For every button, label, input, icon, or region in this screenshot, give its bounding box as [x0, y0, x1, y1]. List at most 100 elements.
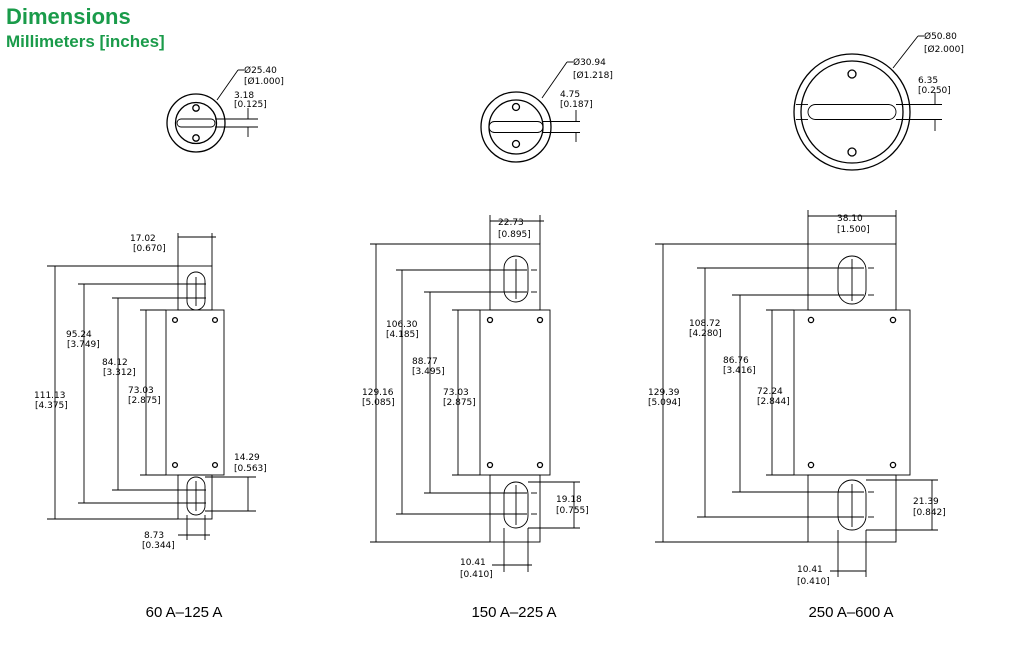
end-view-hole-bottom	[192, 134, 200, 142]
outer-hole-mm: 95.24	[66, 330, 92, 340]
end-view-hole-bottom	[847, 147, 857, 157]
end-view-blade-slot	[807, 104, 897, 120]
end-view-hole-top	[847, 69, 857, 79]
end-diameter-mm: Ø50.80	[924, 31, 957, 42]
end-view-hole-top	[511, 102, 521, 112]
end-view-150a-225a: Ø30.94 [Ø1.218] 4.75 [0.187]	[480, 57, 613, 163]
end-slot-in: [0.187]	[560, 100, 593, 110]
end-view-outer-circle	[480, 91, 552, 163]
overall-in: [5.094]	[648, 398, 681, 408]
end-slot-mm: 4.75	[560, 90, 580, 100]
body-in: [2.875]	[128, 396, 161, 406]
end-view-blade-slot	[176, 118, 216, 128]
width-mm: 38.10	[837, 214, 863, 224]
outer-hole-mm: 108.72	[689, 319, 721, 329]
overall-in: [5.085]	[362, 398, 395, 408]
fuse-body	[165, 309, 225, 476]
caption-250a-600a: 250 A–600 A	[808, 604, 893, 621]
end-view-outer-circle	[793, 53, 911, 171]
caption-150a-225a: 150 A–225 A	[471, 604, 556, 621]
body-mm: 72.24	[757, 387, 783, 397]
end-slot-in: [0.125]	[234, 100, 267, 110]
page-title: Dimensions	[6, 4, 131, 29]
end-diameter-mm: Ø30.94	[573, 57, 606, 68]
end-view-inner-circle	[800, 60, 904, 164]
slot-width-in: [0.410]	[797, 577, 830, 587]
width-mm: 17.02	[130, 234, 156, 244]
end-view-hole-bottom	[511, 139, 521, 149]
top-slot	[186, 271, 206, 311]
overall-in: [4.375]	[35, 401, 68, 411]
side-view-250a-600a: 38.10 [1.500] 129.39 [5.094] 108.72 [4.2…	[648, 210, 946, 587]
caption-60a-125a: 60 A–125 A	[146, 604, 223, 621]
outer-hole-in: [4.280]	[689, 329, 722, 339]
outer-hole-in: [3.749]	[67, 340, 100, 350]
slot-length-in: [0.563]	[234, 464, 267, 474]
fuse-body	[793, 309, 911, 476]
bottom-blade	[489, 474, 541, 543]
inner-hole-mm: 84.12	[102, 358, 128, 368]
slot-width-in: [0.344]	[142, 541, 175, 551]
end-slot-in: [0.250]	[918, 86, 951, 96]
fuse-body	[479, 309, 551, 476]
inner-hole-in: [3.495]	[412, 367, 445, 377]
slot-width-mm: 10.41	[797, 565, 823, 575]
body-mm: 73.03	[443, 388, 469, 398]
slot-length-in: [0.755]	[556, 506, 589, 516]
top-slot-crosshairs	[505, 259, 537, 299]
end-view-hole-top	[192, 104, 200, 112]
top-slot-crosshairs	[840, 259, 874, 301]
end-view-inner-circle	[174, 101, 218, 145]
end-view-outer-circle	[166, 93, 226, 153]
bottom-slot-crosshairs	[505, 485, 537, 525]
slot-width-mm: 10.41	[460, 558, 486, 568]
bottom-slot-crosshairs	[840, 484, 874, 527]
end-diameter-in: [Ø1.000]	[244, 76, 284, 87]
width-in: [0.895]	[498, 230, 531, 240]
inner-hole-mm: 88.77	[412, 357, 438, 367]
bottom-slot	[186, 476, 206, 516]
inner-hole-mm: 86.76	[723, 356, 749, 366]
width-in: [1.500]	[837, 225, 870, 235]
overall-mm: 129.39	[648, 388, 680, 398]
outer-hole-in: [4.185]	[386, 330, 419, 340]
slot-length-in: [0.842]	[913, 508, 946, 518]
page-subtitle: Millimeters [inches]	[6, 32, 165, 51]
bottom-slot	[837, 479, 867, 531]
side-view-60a-125a: 17.02 [0.670] 111.13 [4.375] 95.24 [3.74…	[34, 233, 267, 551]
overall-mm: 111.13	[34, 391, 66, 401]
top-blade	[177, 265, 213, 311]
top-blade	[489, 243, 541, 311]
slot-length-mm: 21.39	[913, 497, 939, 507]
slot-width-mm: 8.73	[144, 531, 164, 541]
slot-length-mm: 19.18	[556, 495, 582, 505]
end-diameter-mm: Ø25.40	[244, 65, 277, 76]
overall-mm: 129.16	[362, 388, 394, 398]
top-slot	[503, 255, 529, 303]
end-diameter-in: [Ø1.218]	[573, 70, 613, 81]
body-in: [2.875]	[443, 398, 476, 408]
inner-hole-in: [3.312]	[103, 368, 136, 378]
body-mm: 73.03	[128, 386, 154, 396]
width-in: [0.670]	[133, 244, 166, 254]
end-slot-mm: 3.18	[234, 91, 254, 101]
top-slot-crosshairs	[186, 277, 206, 306]
bottom-slot	[503, 481, 529, 529]
end-view-250a-600a: Ø50.80 [Ø2.000] 6.35 [0.250]	[793, 31, 964, 171]
side-view-150a-225a: 22.73 [0.895] 129.16 [5.085] 106.30 [4.1…	[362, 215, 589, 580]
outer-hole-mm: 106.30	[386, 320, 418, 330]
width-mm: 22.73	[498, 218, 524, 228]
body-in: [2.844]	[757, 397, 790, 407]
end-view-60a-125a: Ø25.40 [Ø1.000] 3.18 [0.125]	[166, 65, 284, 153]
slot-length-mm: 14.29	[234, 453, 260, 463]
end-slot-mm: 6.35	[918, 76, 938, 86]
end-view-inner-circle	[488, 99, 544, 155]
end-view-blade-slot	[488, 121, 544, 133]
top-slot	[837, 255, 867, 305]
end-diameter-in: [Ø2.000]	[924, 44, 964, 55]
inner-hole-in: [3.416]	[723, 366, 756, 376]
bottom-slot-crosshairs	[186, 481, 206, 511]
bottom-blade	[177, 474, 213, 520]
slot-width-in: [0.410]	[460, 570, 493, 580]
